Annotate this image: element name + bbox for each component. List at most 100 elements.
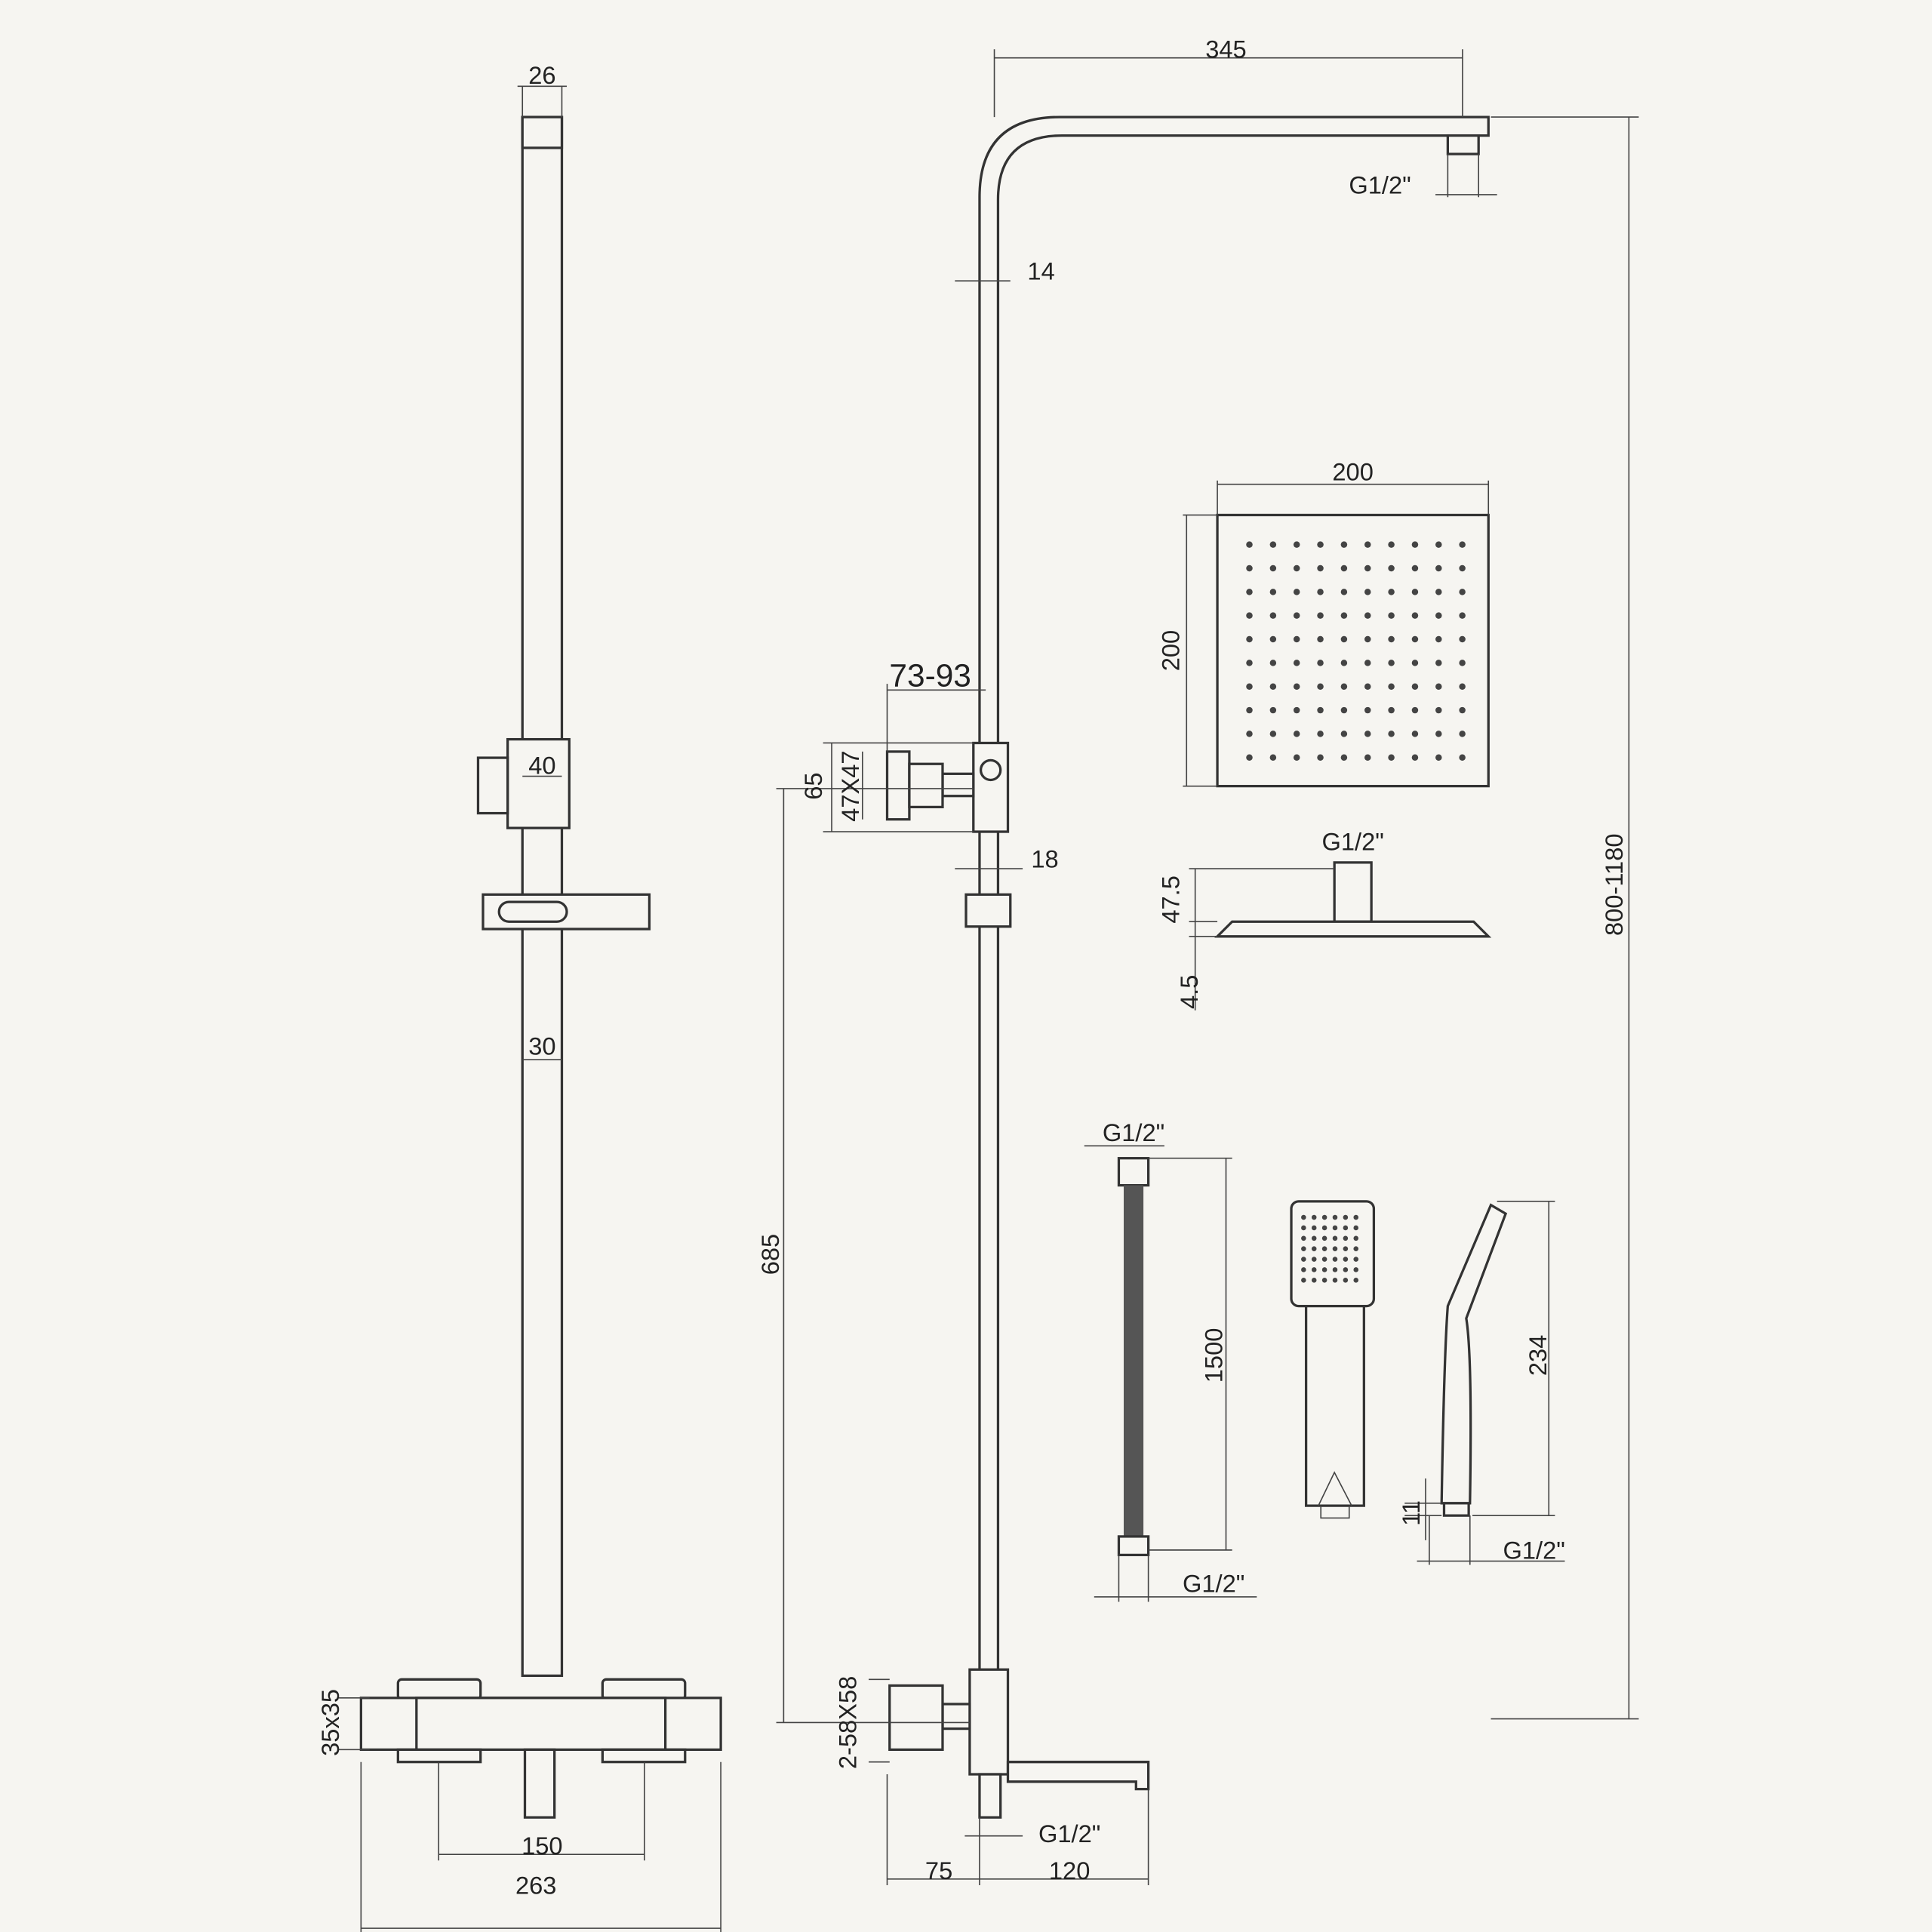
nozzle-dot bbox=[1435, 565, 1442, 572]
diverter-knob bbox=[979, 758, 1002, 782]
nozzle-dot bbox=[1293, 612, 1300, 619]
nozzle-dot bbox=[1435, 754, 1442, 761]
nozzle-dot bbox=[1332, 1278, 1338, 1283]
bottom-tee bbox=[968, 1668, 1010, 1776]
bottom-outlet bbox=[978, 1773, 1002, 1819]
wall-bracket-bottom bbox=[888, 1684, 944, 1751]
dim-hand-thread: G1/2" bbox=[1503, 1536, 1564, 1564]
nozzle-grid bbox=[1246, 541, 1466, 761]
nozzle-dot bbox=[1343, 1278, 1349, 1283]
nozzle-dot bbox=[1246, 683, 1253, 690]
nozzle-dot bbox=[1301, 1246, 1306, 1251]
nozzle-dot bbox=[1246, 731, 1253, 737]
dim-spout-length: 120 bbox=[1049, 1857, 1090, 1884]
nozzle-dot bbox=[1435, 541, 1442, 548]
dim-head-thread: G1/2" bbox=[1321, 828, 1383, 856]
dim-total-height: 800-1180 bbox=[1600, 833, 1628, 936]
nozzle-dot bbox=[1343, 1214, 1349, 1220]
dim-top-width: 26 bbox=[528, 61, 555, 89]
nozzle-dot bbox=[1435, 731, 1442, 737]
nozzle-dot bbox=[1246, 589, 1253, 595]
nozzle-dot bbox=[1269, 731, 1277, 737]
nozzle-dot bbox=[1317, 660, 1324, 666]
holder-slot bbox=[497, 900, 568, 923]
nozzle-dot bbox=[1269, 635, 1277, 643]
nozzle-dot bbox=[1340, 660, 1348, 666]
nozzle-dot bbox=[1301, 1214, 1306, 1220]
knob-right bbox=[601, 1678, 687, 1701]
nozzle-dot bbox=[1340, 635, 1348, 643]
nozzle-dot bbox=[1246, 706, 1253, 714]
dim-head-thickness: 47.5 bbox=[1156, 875, 1184, 924]
nozzle-dot bbox=[1343, 1235, 1349, 1241]
nozzle-dot bbox=[1388, 731, 1395, 737]
nozzle-dot bbox=[1301, 1278, 1306, 1283]
nozzle-dot bbox=[1317, 754, 1324, 761]
nozzle-dot bbox=[1353, 1267, 1358, 1272]
head-shower-top-view bbox=[1216, 513, 1490, 788]
top-cap bbox=[521, 115, 564, 149]
nozzle-dot bbox=[1293, 660, 1300, 666]
hose-bottom-nut bbox=[1117, 1535, 1150, 1557]
nozzle-dot bbox=[1269, 541, 1277, 548]
nozzle-dot bbox=[1435, 683, 1442, 690]
nozzle-dot bbox=[1332, 1235, 1338, 1241]
nozzle-dot bbox=[1459, 565, 1466, 572]
nozzle-dot bbox=[1459, 635, 1466, 643]
dim-wall-offset: 73-93 bbox=[889, 657, 971, 693]
nozzle-dot bbox=[1293, 683, 1300, 690]
hand-shower-thread bbox=[1442, 1502, 1470, 1517]
nozzle-dot bbox=[1246, 635, 1253, 643]
head-neck bbox=[1333, 861, 1373, 923]
nozzle-dot bbox=[1343, 1246, 1349, 1251]
nozzle-dot bbox=[1411, 660, 1419, 666]
dim-hose-length: 1500 bbox=[1200, 1328, 1228, 1383]
nozzle-dot bbox=[1388, 612, 1395, 619]
nozzle-dot bbox=[1459, 754, 1466, 761]
nozzle-dot bbox=[1340, 612, 1348, 619]
bracket-nut bbox=[908, 762, 944, 809]
nozzle-dot bbox=[1459, 683, 1466, 690]
knob-left bbox=[396, 1678, 482, 1701]
nozzle-dot bbox=[1317, 589, 1324, 595]
nozzle-dot bbox=[1364, 635, 1371, 643]
dim-body-section: 35x35 bbox=[316, 1689, 344, 1756]
nozzle-dot bbox=[1293, 635, 1300, 643]
nozzle-dot bbox=[1340, 754, 1348, 761]
nozzle-dot bbox=[1332, 1257, 1338, 1262]
nozzle-dot bbox=[1411, 565, 1419, 572]
inlet-right bbox=[601, 1748, 687, 1764]
nozzle-dot bbox=[1353, 1214, 1358, 1220]
nozzle-dot bbox=[1388, 683, 1395, 690]
nozzle-dot bbox=[1353, 1257, 1358, 1262]
hose: G1/2" 1500 G1/2" bbox=[1084, 1118, 1257, 1602]
dim-wall-depth: 75 bbox=[925, 1857, 952, 1884]
nozzle-dot bbox=[1459, 589, 1466, 595]
nozzle-dot bbox=[1293, 541, 1300, 548]
nozzle-dot bbox=[1321, 1214, 1327, 1220]
nozzle-dot bbox=[1340, 731, 1348, 737]
dim-hose-bottom-thread: G1/2" bbox=[1183, 1569, 1244, 1597]
dim-hand-neck: 11 bbox=[1397, 1500, 1425, 1526]
shower-arm-riser bbox=[978, 115, 1490, 1678]
nozzle-dot bbox=[1321, 1257, 1327, 1262]
nozzle-dot bbox=[1311, 1278, 1317, 1283]
nozzle-dot bbox=[1293, 754, 1300, 761]
nozzle-dot bbox=[1388, 589, 1395, 595]
nozzle-dot bbox=[1435, 589, 1442, 595]
nozzle-dot bbox=[1301, 1257, 1306, 1262]
nozzle-dot bbox=[1321, 1278, 1327, 1283]
nozzle-dot bbox=[1459, 731, 1466, 737]
nozzle-dot bbox=[1388, 635, 1395, 643]
nozzle-dot bbox=[1301, 1225, 1306, 1231]
nozzle-dot bbox=[1301, 1267, 1306, 1272]
nozzle-dot bbox=[1435, 635, 1442, 643]
nozzle-dot bbox=[1343, 1267, 1349, 1272]
nozzle-dot bbox=[1246, 612, 1253, 619]
hand-shower-handle bbox=[1304, 1304, 1365, 1507]
nozzle-dot bbox=[1317, 541, 1324, 548]
dim-head-height: 200 bbox=[1156, 630, 1184, 671]
nozzle-dot bbox=[1459, 706, 1466, 714]
nozzle-dot bbox=[1364, 731, 1371, 737]
nozzle-dot bbox=[1246, 565, 1253, 572]
